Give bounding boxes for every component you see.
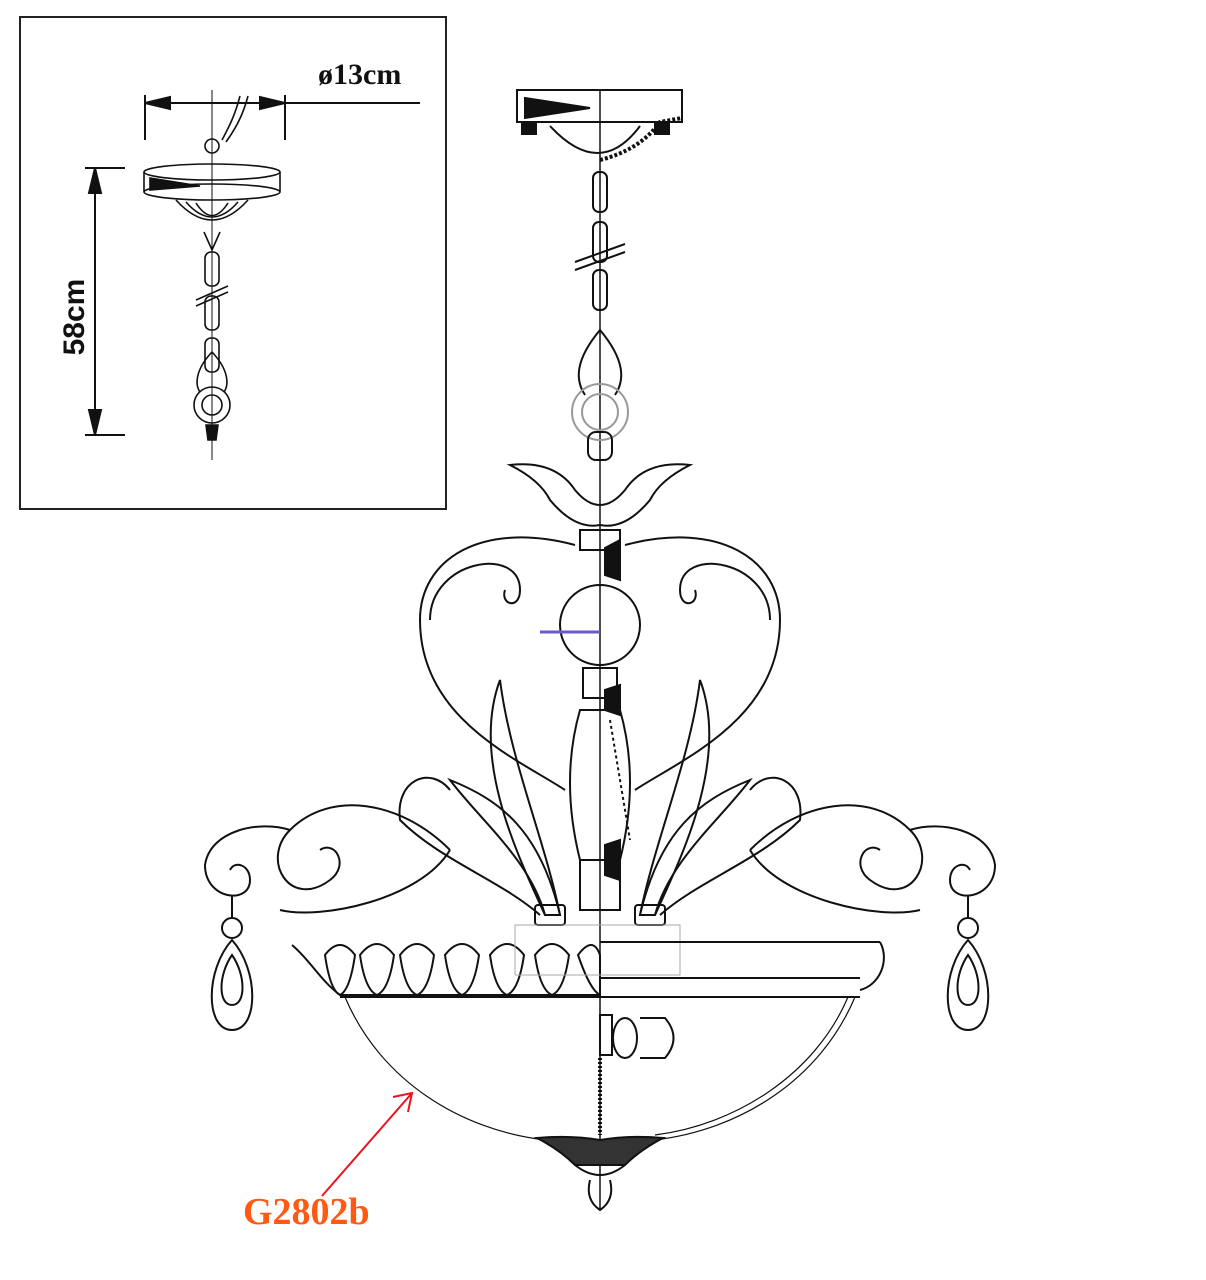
dimension-inset-box — [19, 16, 447, 510]
inset-dimension-lines — [85, 95, 420, 436]
height-label: 58cm — [58, 278, 91, 356]
model-number-label: G2802b — [243, 1191, 370, 1233]
rim-ornaments — [323, 943, 601, 997]
diameter-label: ø13cm — [318, 58, 402, 91]
model-pointer-arrow — [321, 1091, 414, 1197]
crystal-drop-left — [210, 895, 254, 1032]
inset-fixture — [143, 90, 281, 460]
main-fixture — [203, 89, 997, 1212]
crystal-drop-right — [946, 895, 990, 1032]
